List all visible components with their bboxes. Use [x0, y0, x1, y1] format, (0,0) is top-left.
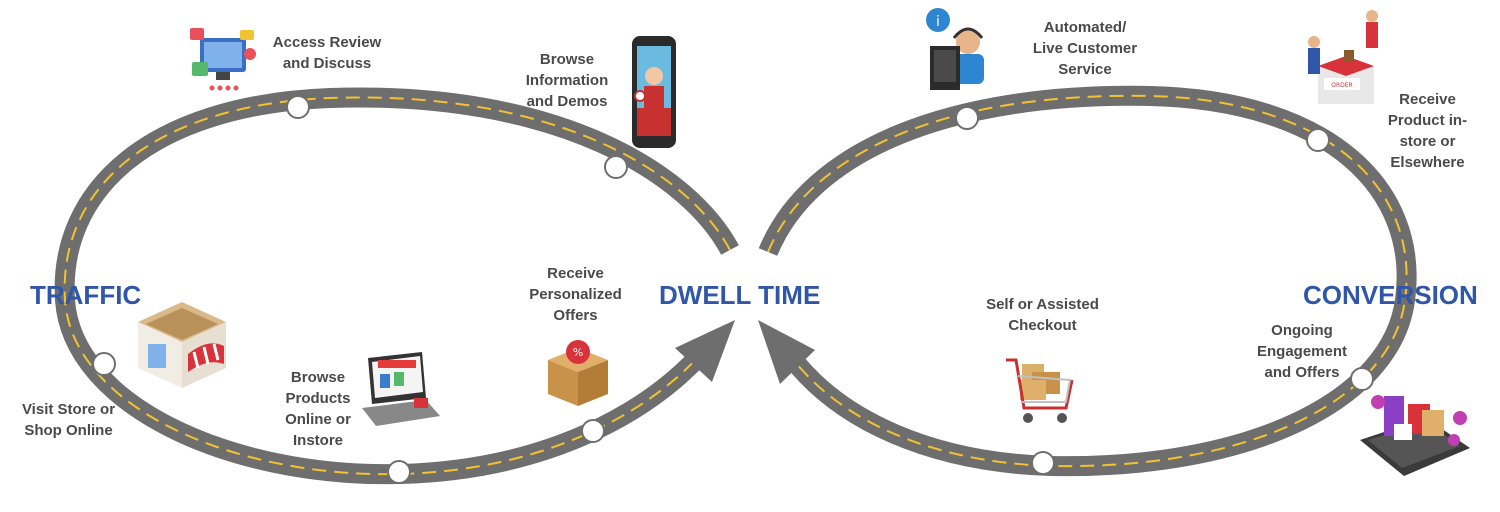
access-review-label: Access Review and Discuss — [272, 34, 382, 72]
discount-box-icon: % — [548, 340, 608, 406]
phone-demo-icon — [632, 36, 676, 148]
order-pickup-icon: ORDER — [1308, 10, 1378, 104]
right-arrowhead — [758, 320, 815, 384]
left-arrowhead — [675, 320, 735, 382]
dwell-time-heading: DWELL TIME — [659, 280, 821, 310]
support-agent-icon: i — [926, 8, 984, 90]
svg-text:%: % — [573, 346, 583, 359]
svg-text:i: i — [936, 14, 940, 30]
marker-receive-offers — [581, 419, 605, 443]
customer-service-label: Automated/ Live Customer Service — [1032, 19, 1138, 78]
visit-store-label: Visit Store or Shop Online — [21, 401, 116, 439]
marker-customer-service — [955, 106, 979, 130]
receive-offers-label: Receive Personalized Offers — [529, 265, 622, 324]
conversion-heading: CONVERSION — [1303, 280, 1478, 310]
marker-access-review — [286, 95, 310, 119]
marker-receive-product — [1306, 128, 1330, 152]
marker-checkout — [1031, 451, 1055, 475]
engagement-label: Ongoing Engagement and Offers — [1256, 322, 1347, 381]
svg-text:ORDER: ORDER — [1331, 82, 1352, 89]
store-icon — [138, 302, 226, 388]
checkout-label: Self or Assisted Checkout — [986, 296, 1099, 334]
marker-browse-products — [387, 460, 411, 484]
browse-info-label: Browse Information and Demos — [525, 51, 609, 110]
shopping-cart-icon — [1006, 358, 1074, 423]
tablet-offers-icon — [1360, 395, 1470, 476]
traffic-heading: TRAFFIC — [30, 280, 142, 310]
journey-markers — [92, 95, 1374, 484]
marker-browse-info — [604, 155, 628, 179]
social-review-icon — [190, 28, 256, 91]
receive-product-label: Receive Product in- store or Elsewhere — [1387, 91, 1468, 171]
left-loop-road — [54, 87, 739, 485]
browse-products-label: Browse Products Online or Instore — [285, 369, 351, 449]
marker-engagement — [1350, 367, 1374, 391]
laptop-shop-icon — [362, 352, 440, 426]
marker-visit-store — [92, 352, 116, 376]
